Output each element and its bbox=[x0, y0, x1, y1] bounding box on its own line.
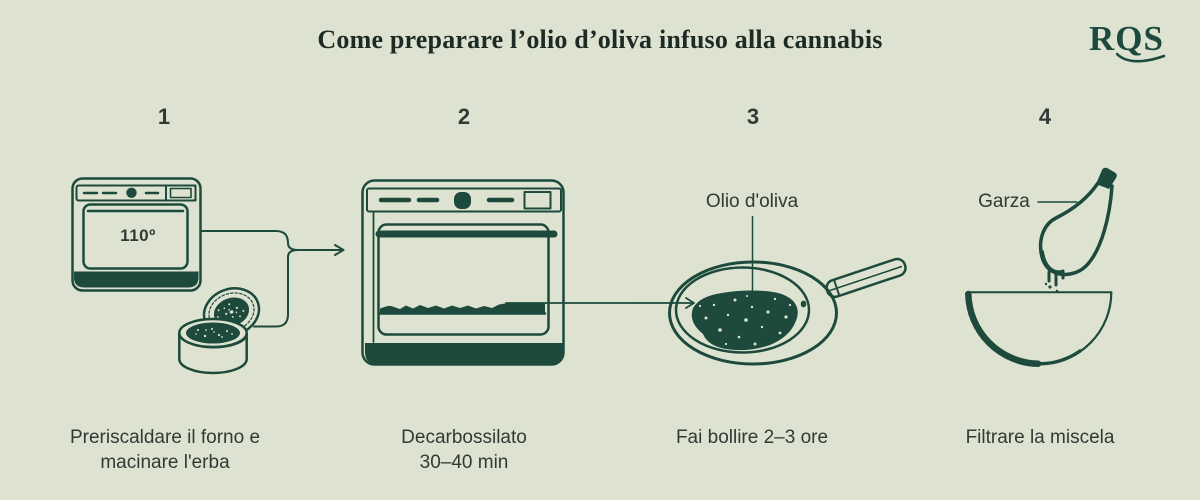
flow-arrow-1 bbox=[200, 230, 345, 328]
step-1-caption-line1: Preriscaldare il forno e bbox=[69, 427, 261, 448]
pan-rim-inner bbox=[674, 266, 811, 354]
step-1-caption: Preriscaldare il forno e macinare l'erba bbox=[0, 425, 335, 475]
cheesecloth-illustration bbox=[1037, 167, 1117, 293]
oven1-knob bbox=[126, 187, 137, 198]
large-oven-illustration bbox=[361, 179, 565, 366]
grinder-illustration bbox=[178, 287, 261, 375]
oven1-display bbox=[165, 184, 197, 202]
cloth-drips bbox=[1047, 269, 1065, 287]
oven1-door bbox=[82, 203, 189, 270]
arrowhead-2 bbox=[685, 297, 695, 309]
step-3-number: 3 bbox=[746, 104, 760, 129]
pan-illustration bbox=[505, 215, 907, 366]
small-oven-illustration bbox=[71, 177, 202, 292]
oven2-display bbox=[523, 191, 552, 210]
oven-temperature-label: 110º bbox=[120, 226, 156, 245]
flow-arrow-2 bbox=[505, 297, 695, 309]
logo-q-tail bbox=[1116, 52, 1166, 63]
grinder-base bbox=[178, 317, 248, 375]
step-4-caption-line1: Filtrare la miscela bbox=[965, 427, 1115, 448]
pan-rivet bbox=[800, 300, 807, 308]
step-1-number: 1 bbox=[157, 104, 171, 129]
page-title: Come preparare l’olio d’oliva infuso all… bbox=[317, 25, 883, 54]
rqs-logo-text: RQS bbox=[1089, 19, 1164, 58]
step-2-number: 2 bbox=[457, 104, 471, 129]
step-2-caption: Decarbossilato 30–40 min bbox=[294, 425, 634, 475]
oven2-base bbox=[365, 343, 564, 364]
oven2-door-handle bbox=[375, 230, 558, 238]
step-4-number: 4 bbox=[1038, 104, 1052, 129]
olive-oil-label: Olio d'oliva bbox=[705, 191, 799, 212]
oven2-knob bbox=[454, 192, 471, 209]
step-3-caption: Fai bollire 2–3 ore bbox=[582, 425, 922, 450]
cloth-knot bbox=[1096, 167, 1117, 189]
oven2-herb bbox=[380, 303, 545, 314]
rqs-logo: RQS bbox=[1089, 19, 1173, 65]
cheesecloth-label: Garza bbox=[978, 191, 1030, 212]
oven1-base bbox=[74, 271, 199, 288]
step-2-caption-line2: 30–40 min bbox=[419, 452, 509, 473]
bowl-illustration bbox=[965, 290, 1113, 368]
arrowhead-1 bbox=[334, 244, 345, 256]
step-4-caption: Filtrare la miscela bbox=[870, 425, 1200, 450]
step-3-caption-line1: Fai bollire 2–3 ore bbox=[675, 427, 829, 448]
step-1-caption-line2: macinare l'erba bbox=[100, 452, 230, 473]
pan-handle bbox=[825, 257, 907, 299]
grinder-herb bbox=[186, 322, 240, 344]
oven2-door bbox=[377, 223, 550, 336]
step-2-caption-line1: Decarbossilato bbox=[401, 427, 527, 448]
